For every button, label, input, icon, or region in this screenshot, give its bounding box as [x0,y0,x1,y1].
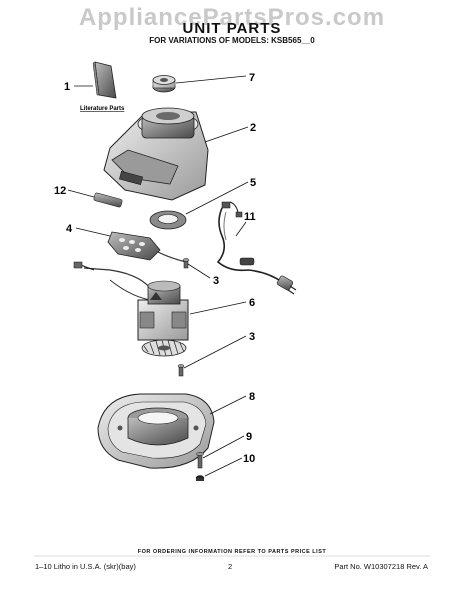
callout-10: 10 [243,453,255,465]
ordering-note: FOR ORDERING INFORMATION REFER TO PARTS … [137,549,327,555]
part-gasket-ring [149,210,187,230]
callout-7: 7 [249,72,255,84]
part-screw-base [196,452,204,469]
callout-5: 5 [250,177,256,189]
callout-4: 4 [66,223,73,235]
callout-3-upper: 3 [213,275,219,287]
literature-parts-label: Literature Parts [80,106,125,112]
callout-11: 11 [244,211,256,223]
part-foot [195,475,205,481]
part-screw-upper [182,258,190,269]
watermark: AppliancePartsPros.com [78,4,386,31]
callout-2: 2 [250,122,256,134]
part-base-plate [97,393,215,469]
part-cap [152,75,176,93]
part-motor-assembly [73,261,189,357]
callout-8: 8 [249,391,255,403]
callout-1: 1 [64,81,70,93]
part-control-pad [107,231,187,263]
callout-9: 9 [246,431,252,443]
part-badge [93,192,123,208]
callout-3-lower: 3 [249,331,255,343]
callout-12: 12 [54,185,66,197]
part-base-housing [103,107,209,201]
page-subtitle: FOR VARIATIONS OF MODELS: KSB565__0 [149,36,315,45]
part-power-cord [216,201,297,295]
litho-info: 1–10 Litho in U.S.A. (skr)(bay) [35,562,136,571]
page-title: UNIT PARTS [182,20,282,37]
callout-6: 6 [249,297,255,309]
part-number: Part No. W10307218 Rev. A [334,562,428,571]
page-number: 2 [228,562,233,571]
part-screw-lower [177,364,185,377]
part-literature-booklet [92,61,117,99]
